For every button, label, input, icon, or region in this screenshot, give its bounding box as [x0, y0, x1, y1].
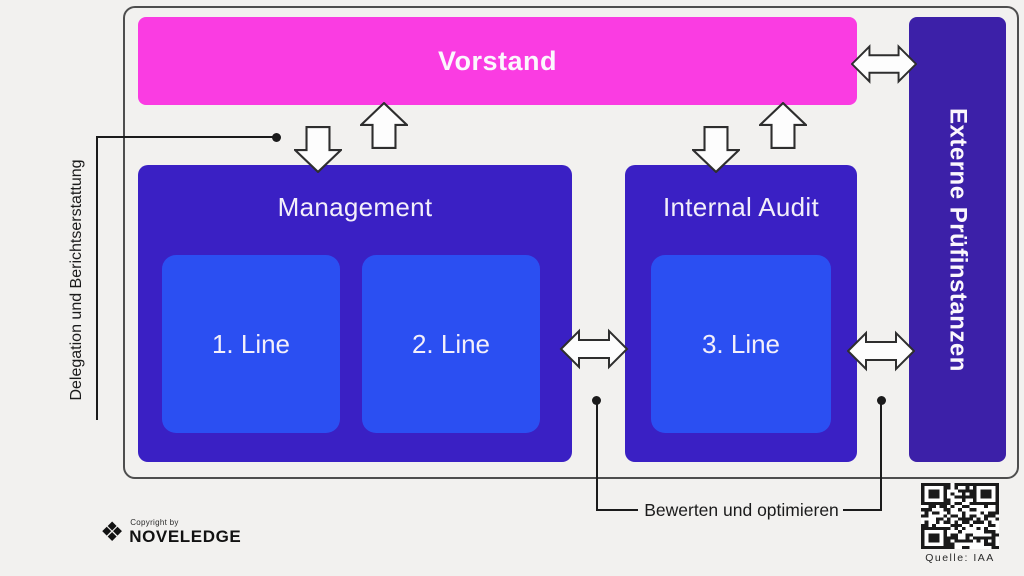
bewerten-left-horizontal-line: [597, 509, 638, 511]
management-box: Management 1. Line 2. Line: [138, 165, 572, 462]
arrow-vorstand-to-internal-audit-icon: [692, 126, 740, 173]
line1-box: 1. Line: [162, 255, 340, 433]
diagram-frame: [123, 6, 1019, 479]
line2-box: 2. Line: [362, 255, 540, 433]
management-label: Management: [277, 192, 433, 222]
copyright-by-text: Copyright by: [130, 518, 179, 527]
vorstand-label: Vorstand: [437, 45, 557, 76]
bewerten-right-vertical-line: [880, 400, 882, 511]
qr-code-block: Quelle: IAA: [919, 483, 1001, 564]
noveledge-brand-name: NOVELEDGE: [129, 527, 242, 546]
arrow-internal-audit-to-vorstand-icon: [759, 102, 807, 149]
internal-audit-box: Internal Audit 3. Line: [625, 165, 857, 462]
delegation-connector-vertical-line: [96, 136, 98, 420]
line3-label: 3. Line: [701, 328, 781, 359]
arrow-vorstand-to-management-icon: [294, 126, 342, 173]
qr-source-caption: Quelle: IAA: [925, 552, 995, 564]
arrow-management-to-vorstand-icon: [360, 102, 408, 149]
delegation-connector-horizontal-line: [96, 136, 276, 138]
bewerten-label: Bewerten und optimieren: [644, 500, 839, 520]
delegation-label: Delegation und Berichtserstattung: [68, 159, 85, 401]
delegation-connector-dot: [272, 133, 281, 142]
line3-box: 3. Line: [651, 255, 831, 433]
bewerten-left-vertical-line: [596, 400, 598, 511]
externe-pruefinstanzen-box: Externe Prüfinstanzen: [909, 17, 1006, 462]
noveledge-logo: ❖ Copyright by NOVELEDGE: [100, 518, 241, 547]
line1-label: 1. Line: [211, 328, 291, 359]
arrow-vorstand-externe-double-icon: [851, 41, 917, 87]
vorstand-box: Vorstand: [138, 17, 857, 105]
internal-audit-label: Internal Audit: [663, 192, 819, 222]
arrow-management-internal-audit-double-icon: [559, 326, 629, 372]
line2-label: 2. Line: [411, 328, 491, 359]
bewerten-right-horizontal-line: [843, 509, 882, 511]
noveledge-diamond-icon: ❖: [100, 517, 125, 547]
externe-pruefinstanzen-label: Externe Prüfinstanzen: [944, 107, 972, 372]
qr-code-icon: [921, 483, 999, 549]
arrow-internal-audit-externe-double-icon: [847, 328, 915, 374]
